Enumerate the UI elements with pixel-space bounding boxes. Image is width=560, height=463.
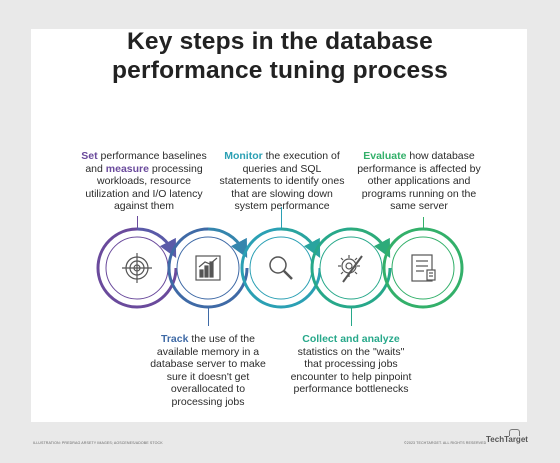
step-2-ring-bottom — [207, 267, 249, 309]
step-4-ring-bottom — [350, 267, 392, 309]
step-5-connector — [423, 217, 424, 229]
step-5-text: Evaluate how database performance is aff… — [357, 150, 481, 213]
step-3-connector — [281, 207, 282, 229]
arrow-3-to-4 — [280, 227, 321, 258]
step-1-node — [96, 227, 178, 309]
step-5-inner-circle — [391, 236, 455, 300]
step-3-text: Monitor the execution of queries and SQL… — [219, 150, 345, 213]
arrow-2-to-3 — [207, 227, 248, 258]
step-3-ring — [240, 227, 322, 309]
step-1-ring — [96, 227, 178, 309]
brand-logo: TechTarget — [486, 435, 528, 444]
infographic-title: Key steps in the database performance tu… — [0, 27, 560, 85]
checklist-icon — [411, 254, 436, 282]
step-4-ring — [310, 267, 352, 309]
step-1-text: Set performance baselines and measure pr… — [81, 150, 207, 213]
step-2-ring — [167, 267, 209, 309]
step-1-connector — [137, 216, 138, 229]
step-2-text: Track the use of the available memory in… — [150, 333, 266, 408]
step-2-ring-top — [167, 227, 209, 269]
step-5-ring — [382, 227, 464, 309]
magnifier-icon — [269, 256, 293, 280]
illustration-credit: ILLUSTRATION: PREDRAG ARSETY IMAGES; AOS… — [33, 441, 163, 445]
step-2-node — [167, 227, 249, 309]
arrow-4-to-5 — [350, 227, 391, 258]
title-line-2: performance tuning process — [111, 57, 449, 84]
gear-wrench-icon — [338, 255, 363, 283]
step-3-node — [240, 227, 322, 309]
step-2-connector — [208, 307, 209, 326]
step-5-node — [382, 227, 464, 309]
step-4-text: Collect and analyze statistics on the "w… — [290, 333, 412, 396]
infographic-card — [31, 29, 527, 422]
step-4-ring-top — [310, 227, 352, 269]
copyright-notice: ©2023 TECHTARGET. ALL RIGHTS RESERVED — [404, 441, 487, 445]
step-4-connector — [351, 307, 352, 326]
step-4-node — [310, 227, 392, 309]
bar-chart-icon — [195, 255, 221, 281]
arrow-1-to-2 — [136, 227, 177, 258]
target-icon — [122, 253, 152, 283]
title-line-1: Key steps in the database — [127, 28, 433, 55]
step-3-inner-circle — [249, 236, 313, 300]
brand-logo-icon — [509, 429, 520, 436]
